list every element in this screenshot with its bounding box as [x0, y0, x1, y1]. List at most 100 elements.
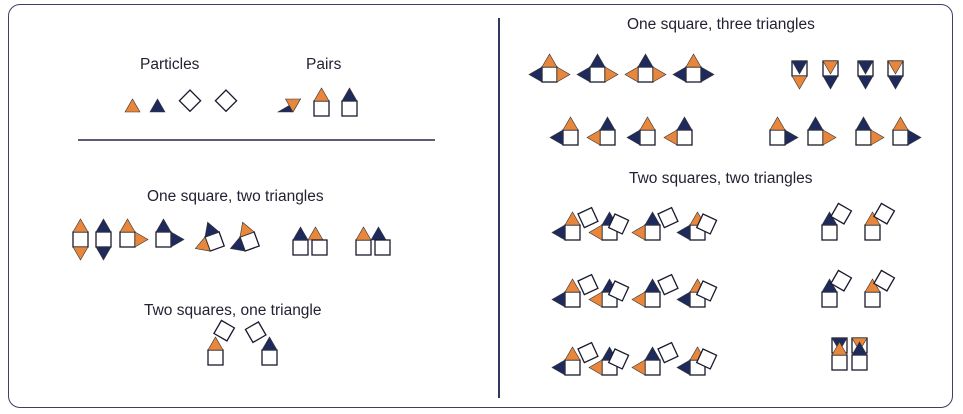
osth-pillar-3: [887, 60, 904, 90]
osth-corner-1: [586, 116, 616, 146]
osst-up-right: [119, 218, 149, 248]
osth-cross-3: [672, 53, 715, 83]
navy-triangle: [204, 221, 220, 238]
tstt-side-1-sq2: [873, 202, 896, 225]
tstt-r2-c3-sq2: [695, 348, 718, 370]
navy-triangle: [857, 60, 874, 75]
square-tile: [313, 100, 330, 117]
tstt-tower-left: [831, 337, 848, 371]
pair-square-orange: [313, 87, 330, 117]
tstt-r2-c3: [676, 346, 706, 376]
navy-triangle: [644, 346, 661, 361]
particle-orange-triangle: [124, 98, 141, 113]
square-tile: [261, 349, 278, 366]
square-tile: [821, 291, 838, 308]
orange-triangle: [194, 236, 211, 252]
orange-triangle: [663, 129, 678, 146]
tstt-r2-c0: [551, 346, 581, 376]
tstt-r0-c2: [631, 211, 661, 241]
square-tile: [564, 224, 581, 241]
two-squares-one-triangle-heading: Two squares, one triangle: [144, 302, 322, 319]
square-tile: [695, 213, 718, 235]
square-tile: [374, 239, 391, 256]
osst-double-top-b2: [374, 239, 391, 256]
tstt-r1-c0-sq2: [577, 273, 599, 296]
orange-triangle: [72, 246, 89, 261]
pair-square-navy: [341, 87, 358, 117]
square-tile: [676, 129, 693, 146]
navy-triangle: [700, 66, 715, 83]
tstt-r0-c2-sq2: [657, 206, 679, 229]
tstt-side-1: [864, 211, 881, 241]
tstt-side-2-sq2: [830, 269, 853, 292]
orange-triangle: [562, 116, 579, 131]
square-tile: [831, 354, 848, 371]
navy-triangle: [626, 129, 641, 146]
square-tile: [355, 239, 372, 256]
navy-triangle: [341, 87, 358, 102]
tstt-r2-c2-sq2: [657, 341, 679, 364]
particle-navy-triangle: [149, 98, 166, 113]
orange-triangle: [631, 224, 646, 241]
navy-triangle: [644, 211, 661, 226]
square-tile: [695, 280, 718, 302]
square-tile: [639, 129, 656, 146]
square-tile: [855, 129, 872, 146]
square-tile: [769, 129, 786, 146]
navy-triangle: [822, 75, 839, 90]
horizontal-divider: [78, 139, 435, 141]
navy-triangle: [589, 53, 606, 68]
tsot-b: [261, 336, 278, 366]
navy-triangle: [549, 129, 564, 146]
square-tile: [864, 224, 881, 241]
orange-triangle: [564, 211, 581, 226]
navy-triangle: [851, 341, 868, 356]
navy-triangle: [644, 278, 661, 293]
navy-triangle: [637, 53, 654, 68]
square-tile: [830, 269, 853, 292]
orange-triangle: [769, 116, 786, 131]
orange-triangle: [134, 231, 149, 248]
particle-square-b: [214, 89, 238, 113]
osth-corner-3: [663, 116, 693, 146]
square-tile: [214, 89, 238, 113]
orange-triangle: [870, 129, 885, 146]
tstt-r1-c1-sq2: [607, 280, 630, 302]
square-tile: [599, 129, 616, 146]
navy-triangle: [791, 60, 808, 75]
navy-triangle: [170, 231, 185, 248]
orange-triangle: [791, 75, 808, 90]
tsot-a: [207, 336, 224, 366]
navy-triangle: [576, 66, 591, 83]
navy-triangle: [149, 98, 166, 113]
square-tile: [830, 202, 853, 225]
tstt-r1-c2: [631, 278, 661, 308]
tstt-r0-c1-sq2: [607, 213, 630, 235]
navy-triangle: [229, 236, 246, 252]
square-tile: [851, 354, 868, 371]
orange-triangle: [313, 87, 330, 102]
orange-triangle: [355, 226, 372, 241]
square-tile: [577, 341, 599, 364]
tstt-side-3-sq2: [873, 269, 896, 292]
square-tile: [341, 100, 358, 117]
osth-cross-0: [528, 53, 571, 83]
navy-triangle: [857, 75, 874, 90]
diagram-frame: [8, 4, 953, 408]
square-tile: [873, 202, 896, 225]
tstt-r0-c0-sq2: [577, 206, 599, 229]
square-tile: [119, 231, 136, 248]
navy-triangle: [95, 218, 112, 233]
osth-cross-2: [624, 53, 667, 83]
square-tile: [577, 273, 599, 296]
pair-two-triangles: [276, 98, 302, 113]
square-tile: [657, 273, 679, 296]
square-tile: [695, 348, 718, 370]
osth-pillar-0: [791, 60, 808, 90]
osth-pillar-1: [822, 60, 839, 90]
osst-double-top-b: [355, 226, 387, 256]
navy-triangle: [528, 66, 543, 83]
navy-triangle: [907, 129, 922, 146]
